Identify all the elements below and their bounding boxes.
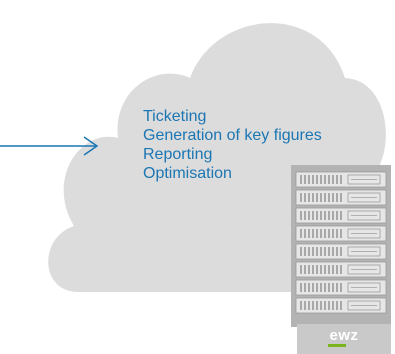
arrow-icon: [0, 136, 99, 156]
server-unit: [295, 279, 387, 296]
brand-logo: ewz: [297, 324, 391, 354]
server-unit: [295, 171, 387, 188]
server-rack-icon: [291, 165, 391, 327]
feature-item-ticketing: Ticketing: [143, 108, 207, 125]
feature-item-optimisation: Optimisation: [143, 165, 232, 182]
server-unit: [295, 207, 387, 224]
feature-item-key-figures: Generation of key figures: [143, 127, 322, 144]
server-unit: [295, 243, 387, 260]
brand-logo-underline: [328, 344, 346, 347]
server-unit: [295, 261, 387, 278]
server-unit: [295, 225, 387, 242]
feature-list: Ticketing Generation of key figures Repo…: [143, 107, 322, 183]
server-unit: [295, 297, 387, 314]
brand-logo-text: ewz: [329, 327, 359, 344]
feature-item-reporting: Reporting: [143, 146, 213, 163]
server-unit: [295, 189, 387, 206]
